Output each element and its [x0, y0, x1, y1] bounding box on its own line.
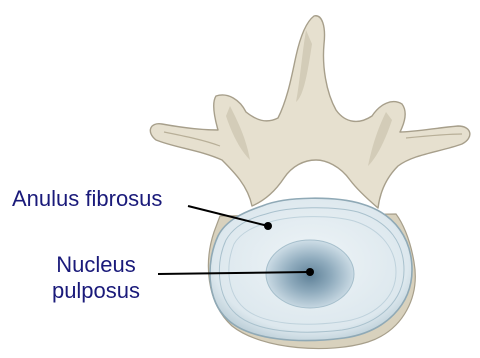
anulus-leader-dot: [264, 222, 272, 230]
nucleus-leader-dot: [306, 268, 314, 276]
anulus-label: Anulus fibrosus: [12, 186, 162, 211]
labels: Anulus fibrosus Nucleus pulposus: [12, 186, 162, 303]
nucleus-label-line2: pulposus: [52, 278, 140, 303]
nucleus-label-line1: Nucleus: [56, 252, 135, 277]
